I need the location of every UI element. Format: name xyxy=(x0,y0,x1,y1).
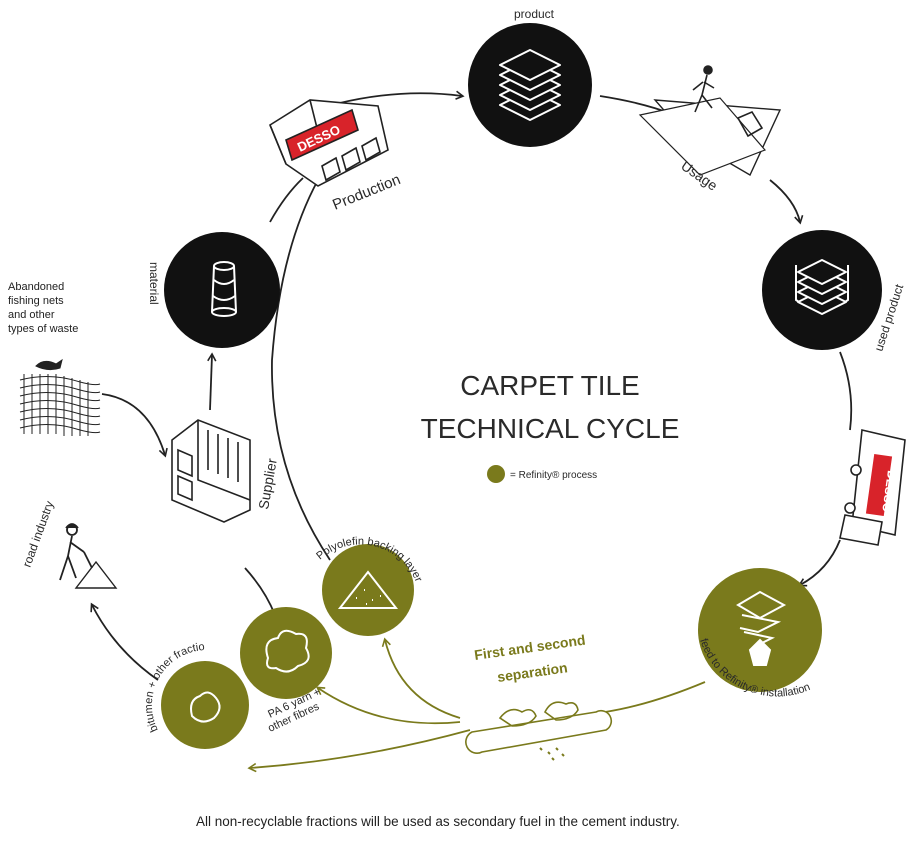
truck-icon xyxy=(839,429,906,546)
used-product-node xyxy=(762,230,882,350)
arrow-truck-to-feed xyxy=(797,539,841,587)
arrow-supplier-to-material xyxy=(207,352,217,411)
funnel-icon xyxy=(736,590,787,666)
waste-source-text: Abandoned fishing nets and other types o… xyxy=(8,280,128,336)
pa6-node xyxy=(240,607,332,699)
bitumen-node xyxy=(161,661,249,749)
waste-line: and other xyxy=(8,309,55,321)
footer-note: All non-recyclable fractions will be use… xyxy=(196,814,680,829)
arrow-feed-to-separation xyxy=(604,681,706,713)
fibre-cloud-icon xyxy=(265,629,310,673)
arrow-separation-to-bitumen xyxy=(247,729,471,773)
arrow-bitumen-to-road xyxy=(90,602,159,681)
road-industry-label: road industry xyxy=(20,499,57,569)
arrow-waste-to-supplier xyxy=(101,393,168,458)
arrow-usage-to-used xyxy=(769,179,804,225)
road-worker-icon xyxy=(59,523,118,589)
supplier-label: Supplier xyxy=(255,457,280,511)
cycle-arrows xyxy=(90,90,853,681)
arrow-separation-to-pa6 xyxy=(315,686,461,725)
waste-line: Abandoned xyxy=(8,281,65,293)
stack-icon xyxy=(499,49,561,121)
production-label: Production xyxy=(330,171,403,214)
product-node xyxy=(468,23,592,147)
refinity-arrows xyxy=(247,637,706,773)
arrow-material-to-production xyxy=(269,177,304,223)
material-node xyxy=(164,232,280,348)
conveyor-belt-icon xyxy=(465,701,613,761)
walking-person-icon xyxy=(638,65,782,176)
material-label: material xyxy=(147,262,161,305)
yarn-spool-icon xyxy=(211,261,237,317)
fishing-net-icon xyxy=(19,358,101,436)
legend-swatch xyxy=(487,465,505,483)
factory-building-icon xyxy=(171,419,251,523)
used-stack-icon xyxy=(795,259,849,315)
waste-line: types of waste xyxy=(8,323,79,335)
feed-node xyxy=(698,568,822,692)
waste-line: fishing nets xyxy=(8,295,64,307)
polyolefin-node xyxy=(322,544,414,636)
arrow-pa6-to-supplier xyxy=(244,567,276,616)
separation-label-1: First and second xyxy=(473,632,586,663)
title-line-1: CARPET TILE xyxy=(460,370,639,401)
truck-brand: DESSO xyxy=(879,470,899,514)
powder-pile-icon xyxy=(337,570,399,609)
granules-icon xyxy=(190,691,221,723)
arrow-inner-loop xyxy=(271,179,331,561)
arrow-separation-to-polyolefin xyxy=(381,637,461,719)
arrow-used-to-truck xyxy=(839,351,853,431)
separation-label-2: separation xyxy=(496,659,568,685)
desso-factory-icon xyxy=(269,99,389,187)
title-line-2: TECHNICAL CYCLE xyxy=(421,413,680,444)
product-label: product xyxy=(514,7,555,21)
legend-label: = Refinity® process xyxy=(510,470,597,481)
